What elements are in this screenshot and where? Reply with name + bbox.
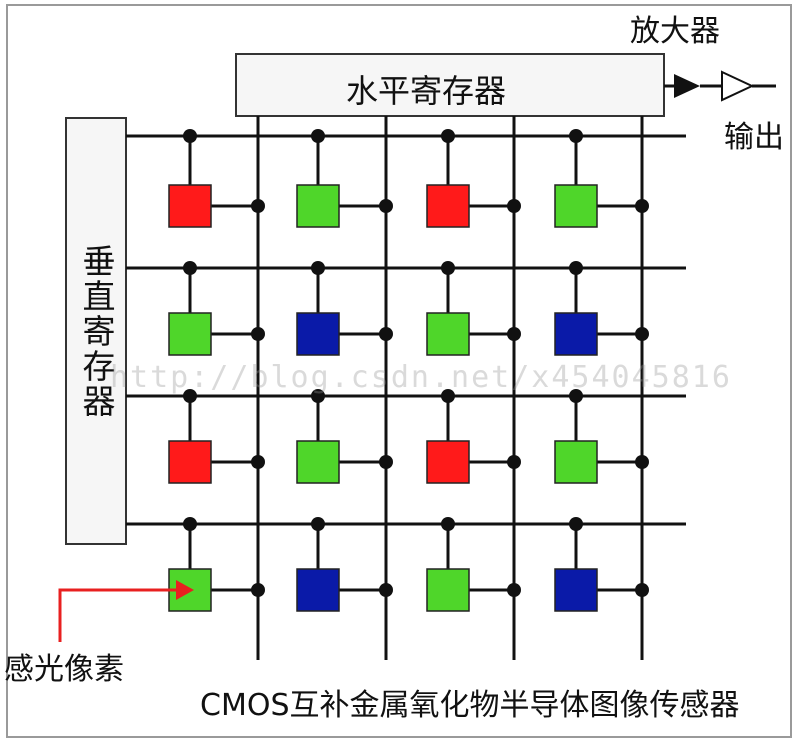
- row-junction-dot: [311, 389, 325, 403]
- column-junction-dot: [251, 199, 265, 213]
- column-junction-dot: [507, 327, 521, 341]
- horizontal-register-label: 水平寄存器: [346, 72, 507, 110]
- row-junction-dot: [569, 389, 583, 403]
- row-junction-dot: [569, 261, 583, 275]
- row-junction-dot: [569, 129, 583, 143]
- pixel-blue: [296, 312, 340, 356]
- column-junction-dot: [251, 327, 265, 341]
- column-junction-dot: [635, 583, 649, 597]
- row-junction-dot: [441, 389, 455, 403]
- column-junction-dot: [635, 199, 649, 213]
- row-junction-dot: [441, 517, 455, 531]
- pixel-green: [168, 312, 212, 356]
- caption-text: CMOS互补金属氧化物半导体图像传感器: [200, 688, 740, 723]
- pixel-green: [296, 184, 340, 228]
- pixel-blue: [554, 312, 598, 356]
- pixel-blue: [296, 568, 340, 612]
- column-junction-dot: [507, 583, 521, 597]
- pixel-blue: [554, 568, 598, 612]
- diagram-frame: [6, 4, 792, 738]
- pixel-red: [426, 184, 470, 228]
- column-junction-dot: [379, 583, 393, 597]
- pixel-red: [168, 184, 212, 228]
- pixel-green: [554, 184, 598, 228]
- row-junction-dot: [569, 517, 583, 531]
- vertical-register-label-wrap: 垂直寄存器: [66, 118, 126, 544]
- watermark-text: http://blog.csdn.net/x454045816: [110, 360, 732, 395]
- row-junction-dot: [183, 261, 197, 275]
- pixel-green: [554, 440, 598, 484]
- row-junction-dot: [183, 389, 197, 403]
- row-junction-dot: [311, 517, 325, 531]
- row-junction-dot: [311, 261, 325, 275]
- pixel-green: [426, 312, 470, 356]
- column-junction-dot: [251, 583, 265, 597]
- vertical-register-box: [65, 117, 127, 545]
- amplifier-symbol: [664, 70, 776, 102]
- column-junction-dot: [507, 199, 521, 213]
- pixel-red: [168, 440, 212, 484]
- pixel-green: [426, 568, 470, 612]
- column-junction-dot: [635, 455, 649, 469]
- column-junction-dot: [251, 455, 265, 469]
- pixel-red: [426, 440, 470, 484]
- row-junction-dot: [183, 517, 197, 531]
- amplifier-label: 放大器: [630, 14, 720, 49]
- row-junction-dot: [441, 261, 455, 275]
- pixel-pointer-arrow: [58, 580, 194, 642]
- column-junction-dot: [379, 199, 393, 213]
- row-junction-dot: [441, 129, 455, 143]
- horizontal-register-box: [235, 53, 665, 117]
- output-label: 输出: [724, 120, 784, 155]
- row-junction-dot: [311, 129, 325, 143]
- column-junction-dot: [379, 455, 393, 469]
- vertical-register-label: 垂直寄存器: [77, 243, 116, 419]
- column-junction-dot: [379, 327, 393, 341]
- row-junction-dot: [183, 129, 197, 143]
- column-junction-dot: [635, 327, 649, 341]
- column-junction-dot: [507, 455, 521, 469]
- photosensitive-pixel-label: 感光像素: [4, 652, 124, 687]
- pixel-green: [296, 440, 340, 484]
